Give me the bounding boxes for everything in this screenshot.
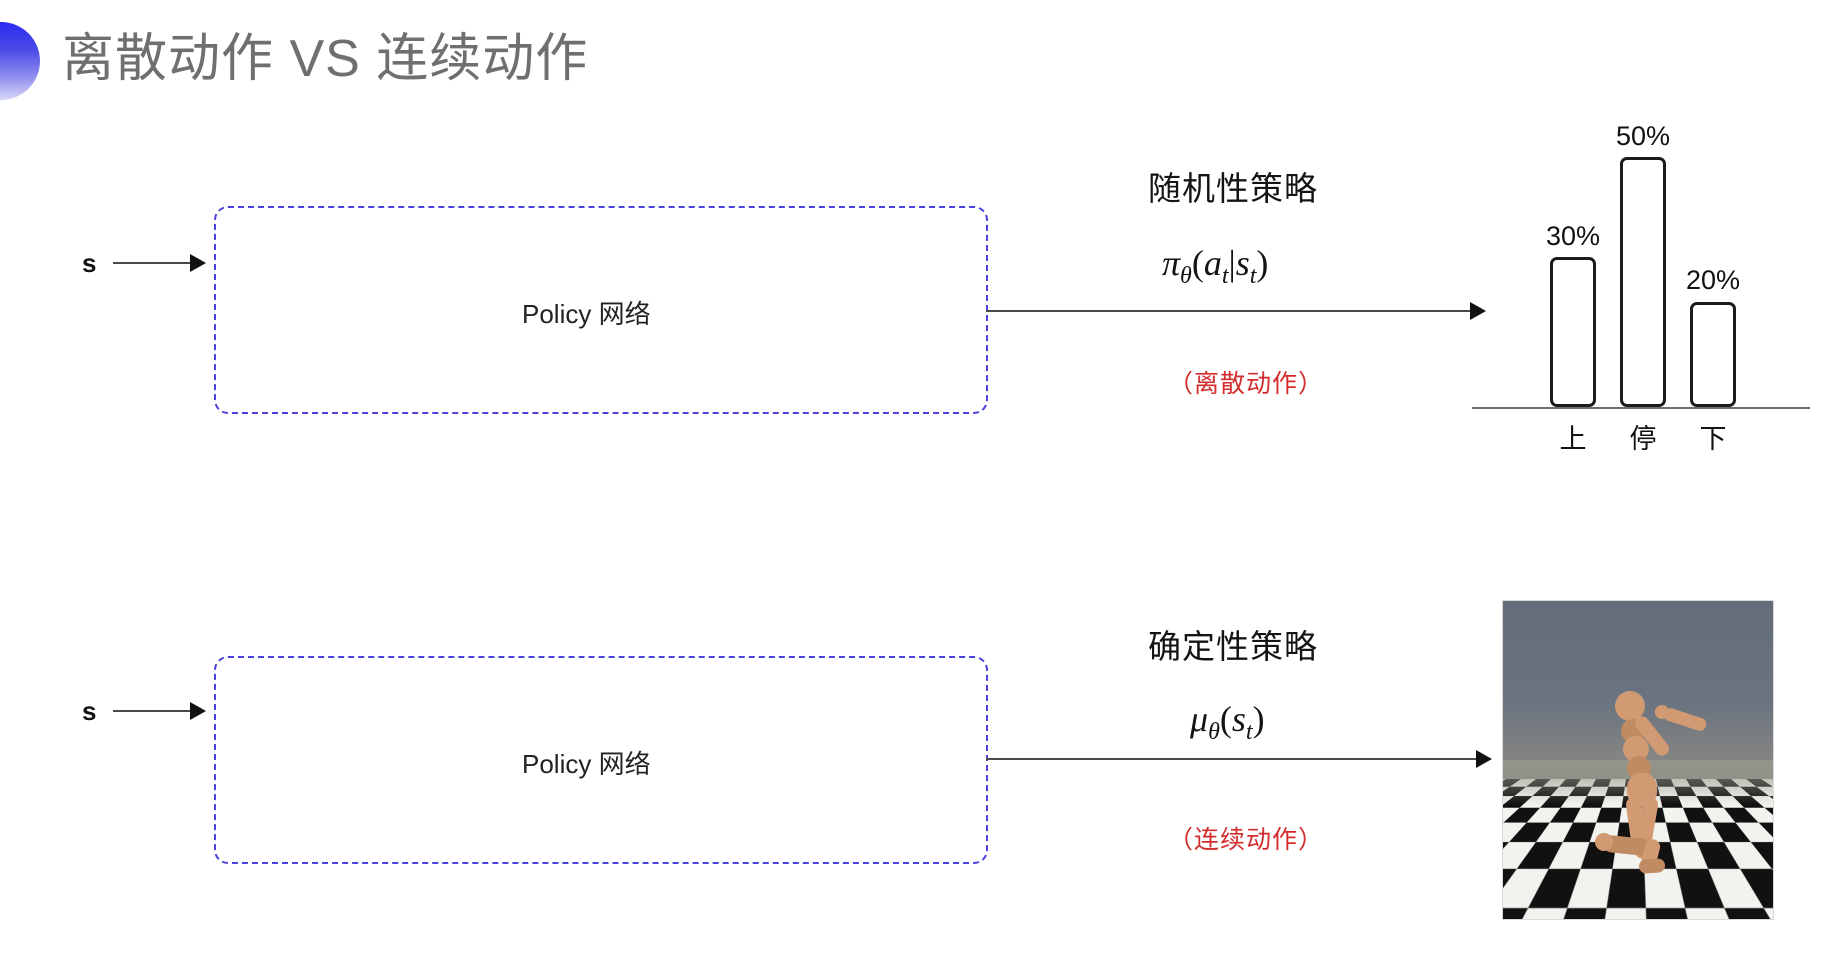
row1-input-label: s [82, 248, 97, 278]
row2-output-arrow-head [1476, 750, 1492, 768]
row2-input-label: s [82, 696, 97, 726]
sim-front-foot [1638, 858, 1666, 874]
row1-input-arrow-head [190, 254, 206, 272]
row2-policy-network-box[interactable] [214, 656, 988, 864]
formula-mu-open-paren: ( [1219, 699, 1232, 739]
row1-caption-title: 随机性策略 [1148, 170, 1318, 207]
row2-input-arrow-head [190, 702, 206, 720]
title-decoration-shape [0, 22, 40, 100]
row1-output-arrow-head [1470, 302, 1486, 320]
chart-baseline-axis [1472, 407, 1810, 409]
row1-input-arrow-line [113, 262, 195, 264]
row2-output-arrow-line [986, 758, 1480, 760]
formula-s-subscript: t [1249, 263, 1257, 290]
formula-given-bar: | [1228, 243, 1236, 283]
formula-s: s [1235, 243, 1250, 283]
discrete-action-bar-chart: 30% 上 50% 停 20% 下 [1452, 95, 1822, 454]
chart-bar-value-0: 30% [1545, 221, 1601, 251]
page-title: 离散动作 VS 连续动作 [62, 30, 589, 88]
chart-bar-0 [1550, 257, 1596, 407]
formula-theta: θ [1180, 263, 1192, 290]
chart-category-label-2: 下 [1699, 424, 1727, 454]
chart-category-label-0: 上 [1559, 424, 1587, 454]
formula-mu: μ [1190, 699, 1209, 739]
chart-category-label-1: 停 [1629, 424, 1657, 454]
chart-bar-value-1: 50% [1615, 121, 1671, 151]
formula-close-paren: ) [1256, 243, 1269, 283]
formula-open-paren: ( [1191, 243, 1204, 283]
humanoid-simulation-image [1502, 600, 1774, 920]
row1-caption-note: （离散动作） [1168, 370, 1325, 398]
formula-a: a [1203, 243, 1222, 283]
chart-bar-1 [1620, 157, 1666, 407]
chart-bar-2 [1690, 302, 1736, 407]
sim-rear-foot [1595, 833, 1613, 851]
formula-mu-s: s [1231, 699, 1246, 739]
row2-caption-title: 确定性策略 [1148, 628, 1318, 665]
row2-policy-network-label: Policy 网络 [522, 749, 651, 779]
formula-mu-close-paren: ) [1252, 699, 1265, 739]
row2-caption-formula: μθ(st) [1190, 698, 1265, 746]
row2-input-arrow-line [113, 710, 195, 712]
row1-caption-formula: πθ(at|st) [1162, 242, 1268, 290]
sim-hand [1655, 705, 1669, 719]
row1-policy-network-label: Policy 网络 [522, 299, 651, 329]
formula-mu-theta: θ [1208, 719, 1220, 746]
row1-output-arrow-line [986, 310, 1476, 312]
slide-bottom-edge [0, 963, 1846, 966]
formula-pi: π [1162, 243, 1181, 283]
row2-caption-note: （连续动作） [1168, 826, 1325, 854]
formula-mu-s-subscript: t [1245, 719, 1253, 746]
chart-bar-value-2: 20% [1685, 265, 1741, 295]
formula-a-subscript: t [1221, 263, 1229, 290]
